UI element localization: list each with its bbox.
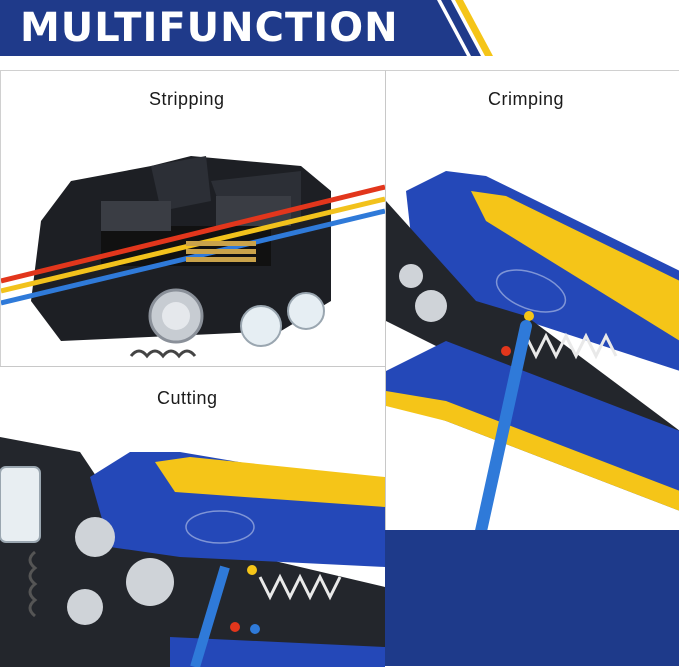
stripping-label: Stripping [149,89,225,109]
banner-stripes-graphic [0,0,493,56]
cutting-panel: Cutting [0,366,385,667]
navy-color-block [385,530,679,666]
crimping-label: Crimping [488,89,565,109]
stripping-tool-illustration [1,156,385,359]
crimping-tool-illustration [386,171,679,531]
header-banner: MULTIFUNCTION [0,0,495,56]
banner-title: MULTIFUNCTION [20,5,399,51]
crimping-panel: Crimping [385,70,679,531]
stripping-panel: Stripping [0,70,385,367]
cutting-tool-illustration [0,437,385,667]
cutting-label: Cutting [157,388,218,408]
